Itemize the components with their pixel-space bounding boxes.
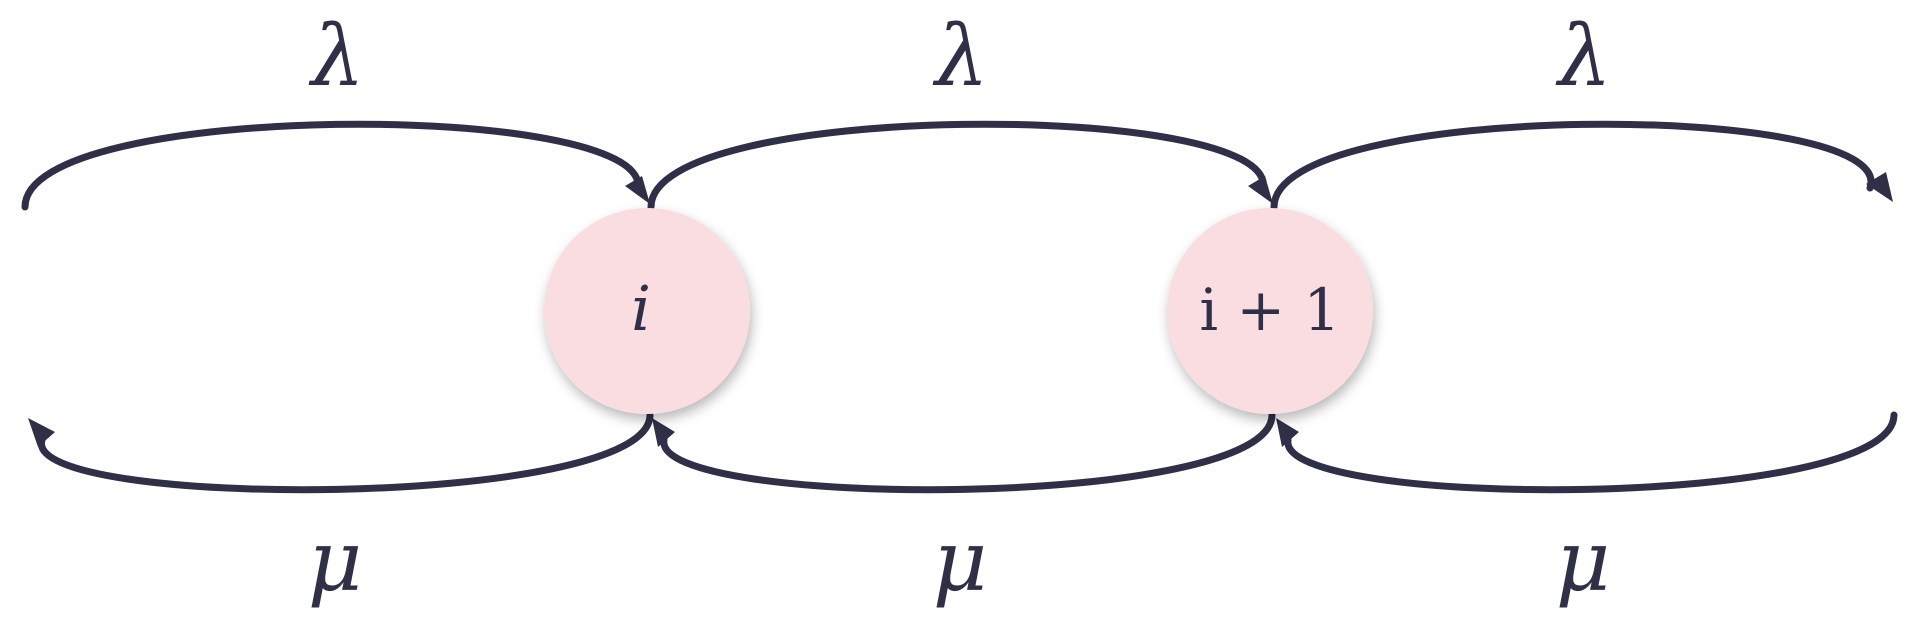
arrival-arrowhead-1 bbox=[625, 176, 650, 204]
service-rate-label-1: μ bbox=[308, 512, 363, 610]
arrival-arc-2 bbox=[647, 120, 1267, 211]
service-arrowhead-3 bbox=[1276, 418, 1299, 447]
service-arc-3 bbox=[1284, 411, 1898, 494]
arrival-rate-label-1: λ bbox=[308, 7, 364, 105]
service-arrowhead-1 bbox=[28, 418, 55, 447]
arrival-rate-label-3: λ bbox=[1555, 7, 1611, 105]
arrival-arc-3 bbox=[1270, 120, 1875, 211]
service-rate-label-2: μ bbox=[933, 512, 988, 610]
service-arc-1 bbox=[38, 411, 654, 494]
state-node-i: i bbox=[544, 208, 750, 414]
arrival-rate-label-2: λ bbox=[932, 7, 988, 105]
state-node-i-plus-1: i + 1 bbox=[1167, 208, 1373, 414]
state-circle-i bbox=[544, 208, 750, 414]
state-circle-i-plus-1 bbox=[1167, 208, 1373, 414]
arrival-arc-1 bbox=[21, 120, 642, 211]
state-label-i-plus-1: i + 1 bbox=[1200, 276, 1341, 344]
service-arrowhead-2 bbox=[652, 418, 675, 447]
arrival-arrowhead-2 bbox=[1248, 176, 1273, 204]
arrival-arrowhead-3 bbox=[1866, 172, 1893, 202]
service-arc-2 bbox=[660, 411, 1276, 494]
state-label-i: i bbox=[631, 272, 651, 345]
service-rate-label-3: μ bbox=[1556, 512, 1611, 610]
